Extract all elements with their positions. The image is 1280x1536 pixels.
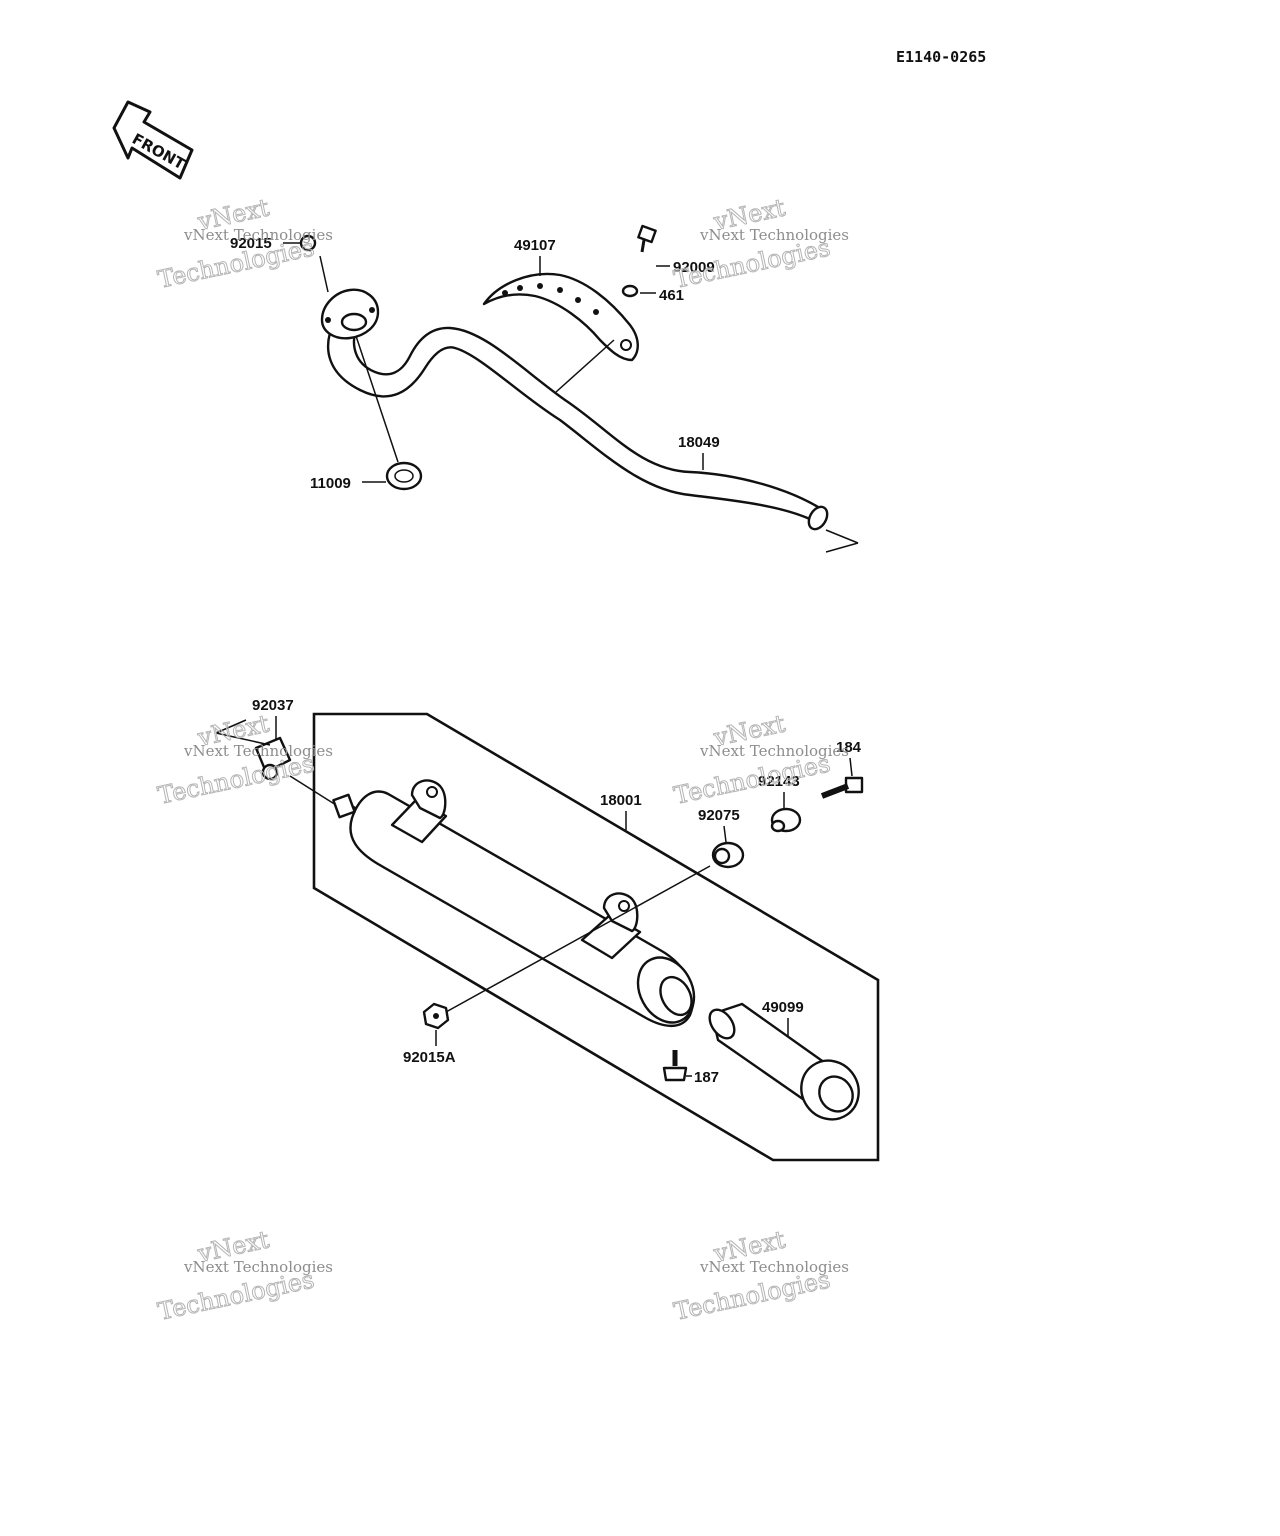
label-92075: 92075	[698, 807, 740, 824]
pipe-end-leader-2	[825, 542, 859, 553]
watermark-top-left: vNext Technologies Technologies vNext	[155, 193, 333, 294]
watermark-bottom-left: vNext Technologies Technologies vNext	[155, 1225, 333, 1326]
pipe-end-leader	[825, 529, 859, 544]
watermark-text: vNext Technologies	[183, 742, 333, 760]
watermark-bottom-right: vNext Technologies Technologies vNext	[671, 1225, 849, 1326]
label-92143: 92143	[758, 773, 800, 790]
bolt-184-icon	[820, 776, 864, 799]
collar-92143-icon	[770, 807, 802, 833]
guard-leader	[555, 339, 615, 393]
silencer	[332, 779, 696, 1028]
label-49099: 49099	[762, 999, 804, 1016]
label-92009: 92009	[673, 259, 715, 276]
diagram-code: E1140-0265	[896, 48, 986, 66]
grommet-leader	[445, 865, 711, 1013]
gasket-leader	[355, 335, 399, 463]
clamp-92037-icon	[254, 736, 292, 781]
label-92037: 92037	[252, 697, 294, 714]
grommet-92075-icon	[711, 841, 745, 869]
label-184-tick	[849, 757, 853, 777]
watermark-text: vNext Technologies	[699, 226, 849, 244]
label-49107: 49107	[514, 237, 556, 254]
silencer-group-outline	[312, 712, 880, 1162]
heat-guard	[482, 272, 639, 362]
watermark-text: vNext Technologies	[699, 1258, 849, 1276]
label-92015: 92015	[230, 235, 272, 252]
label-11009: 11009	[310, 475, 351, 492]
spark-arrester	[708, 1002, 860, 1121]
gasket-11009-icon	[385, 461, 423, 491]
watermark-text: vNext Technologies	[183, 226, 333, 244]
nut-92015A-icon	[422, 1002, 450, 1030]
nut-leader	[319, 255, 329, 293]
label-18001: 18001	[600, 792, 642, 809]
bolt-92009-icon	[637, 224, 657, 253]
watermark-top-right: vNext Technologies Technologies vNext	[671, 193, 849, 294]
label-18049: 18049	[678, 434, 720, 451]
bolt-187-icon	[662, 1050, 688, 1082]
label-184: 184	[836, 739, 862, 756]
watermark-text: vNext Technologies	[183, 1258, 333, 1276]
clamp-leader-v	[215, 719, 271, 746]
washer-461-icon	[621, 284, 639, 298]
label-92075-tick	[723, 825, 727, 843]
watermark-mid-left: vNext Technologies Technologies vNext	[155, 709, 333, 810]
label-187: 187	[694, 1069, 719, 1086]
watermark-text: vNext Technologies	[699, 742, 849, 760]
front-arrow-icon: FRONT	[112, 100, 194, 180]
label-92015A: 92015A	[403, 1049, 456, 1066]
label-461: 461	[659, 287, 684, 304]
nut-92015-icon	[299, 234, 317, 252]
exhaust-pipe	[320, 288, 829, 531]
clamp-leader	[289, 775, 337, 806]
